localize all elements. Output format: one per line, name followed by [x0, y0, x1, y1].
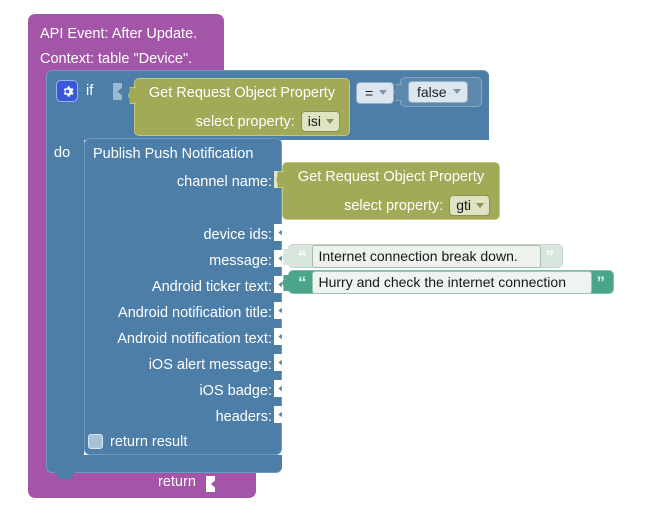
socket-device-ids[interactable]	[274, 224, 283, 241]
close-quote-icon: ”	[545, 246, 555, 266]
chevron-down-icon	[476, 202, 484, 208]
select-property-dropdown-1[interactable]: isi	[300, 111, 340, 132]
chevron-down-icon	[326, 118, 334, 124]
field-label-headers: headers:	[215, 409, 272, 425]
field-label-channel-name: channel name:	[176, 174, 272, 190]
chevron-down-icon	[379, 90, 388, 95]
select-property-row-2: select property: gti	[344, 195, 490, 216]
gear-icon[interactable]	[56, 80, 78, 102]
event-line-1: API Event: After Update.	[40, 26, 198, 42]
event-return-socket[interactable]	[206, 476, 215, 492]
if-block-spine	[46, 138, 84, 468]
open-quote-icon: “	[298, 246, 307, 266]
block-plug	[282, 275, 290, 291]
select-property-value-2: gti	[456, 197, 471, 213]
select-property-label-1: select property:	[195, 113, 295, 130]
event-line-2: Context: table "Device".	[40, 51, 193, 67]
socket-message[interactable]	[274, 250, 283, 267]
comparison-operator-value: =	[365, 84, 374, 101]
select-property-value-1: isi	[307, 113, 321, 129]
if-block-notch	[54, 471, 76, 479]
close-quote-icon: ”	[596, 272, 606, 292]
if-block-bottom	[46, 455, 282, 473]
select-property-row-1: select property: isi	[196, 111, 340, 132]
return-result-label: return result	[110, 434, 188, 450]
if-label: if	[86, 83, 94, 99]
get-request-object-property-block-1[interactable]: Get Request Object Property select prope…	[128, 78, 350, 136]
string-value-ticker[interactable]: Hurry and check the internet connection	[311, 270, 592, 294]
comparison-operator-dropdown[interactable]: =	[356, 82, 395, 104]
field-label-device-ids: device ids:	[203, 227, 272, 243]
socket-android-ticker-text[interactable]	[274, 276, 283, 293]
field-label-ios-badge: iOS badge:	[199, 383, 272, 399]
if-condition-socket[interactable]	[113, 83, 122, 100]
block-plug	[276, 171, 284, 188]
get-request-object-property-block-2[interactable]: Get Request Object Property select prope…	[276, 162, 500, 220]
socket-android-notification-text[interactable]	[274, 328, 283, 345]
string-block-ticker[interactable]: “ Hurry and check the internet connectio…	[282, 270, 614, 294]
chevron-down-icon	[452, 89, 461, 94]
event-return-label: return	[158, 474, 196, 490]
field-label-android-notification-text: Android notification text:	[117, 331, 272, 347]
field-label-message: message:	[209, 253, 272, 269]
if-do-label: do	[54, 145, 71, 161]
boolean-literal-block[interactable]: false	[394, 77, 482, 107]
block-plug	[128, 87, 136, 104]
boolean-value-dropdown[interactable]: false	[408, 81, 468, 103]
string-value-message[interactable]: Internet connection break down.	[311, 244, 541, 268]
select-property-label-2: select property:	[344, 197, 444, 214]
string-block-message[interactable]: “ Internet connection break down. ”	[282, 244, 563, 268]
socket-ios-badge[interactable]	[274, 380, 283, 397]
field-label-android-ticker-text: Android ticker text:	[151, 279, 272, 295]
get-property-title-2: Get Request Object Property	[297, 169, 485, 185]
open-quote-icon: “	[298, 272, 307, 292]
field-label-android-notification-title: Android notification title:	[118, 305, 272, 321]
return-result-checkbox[interactable]	[88, 434, 103, 449]
publish-title: Publish Push Notification	[93, 146, 254, 162]
block-plug	[394, 84, 402, 101]
socket-android-notification-title[interactable]	[274, 302, 283, 319]
boolean-value: false	[417, 83, 447, 100]
socket-ios-alert-message[interactable]	[274, 354, 283, 371]
get-property-title-1: Get Request Object Property	[148, 85, 336, 101]
publish-push-notification-block[interactable]: Publish Push Notification channel name: …	[84, 138, 283, 455]
event-block-header[interactable]: API Event: After Update. Context: table …	[28, 14, 224, 70]
field-label-ios-alert-message: iOS alert message:	[148, 357, 272, 373]
block-plug	[282, 249, 290, 265]
socket-headers[interactable]	[274, 406, 283, 423]
select-property-dropdown-2[interactable]: gti	[449, 195, 490, 216]
